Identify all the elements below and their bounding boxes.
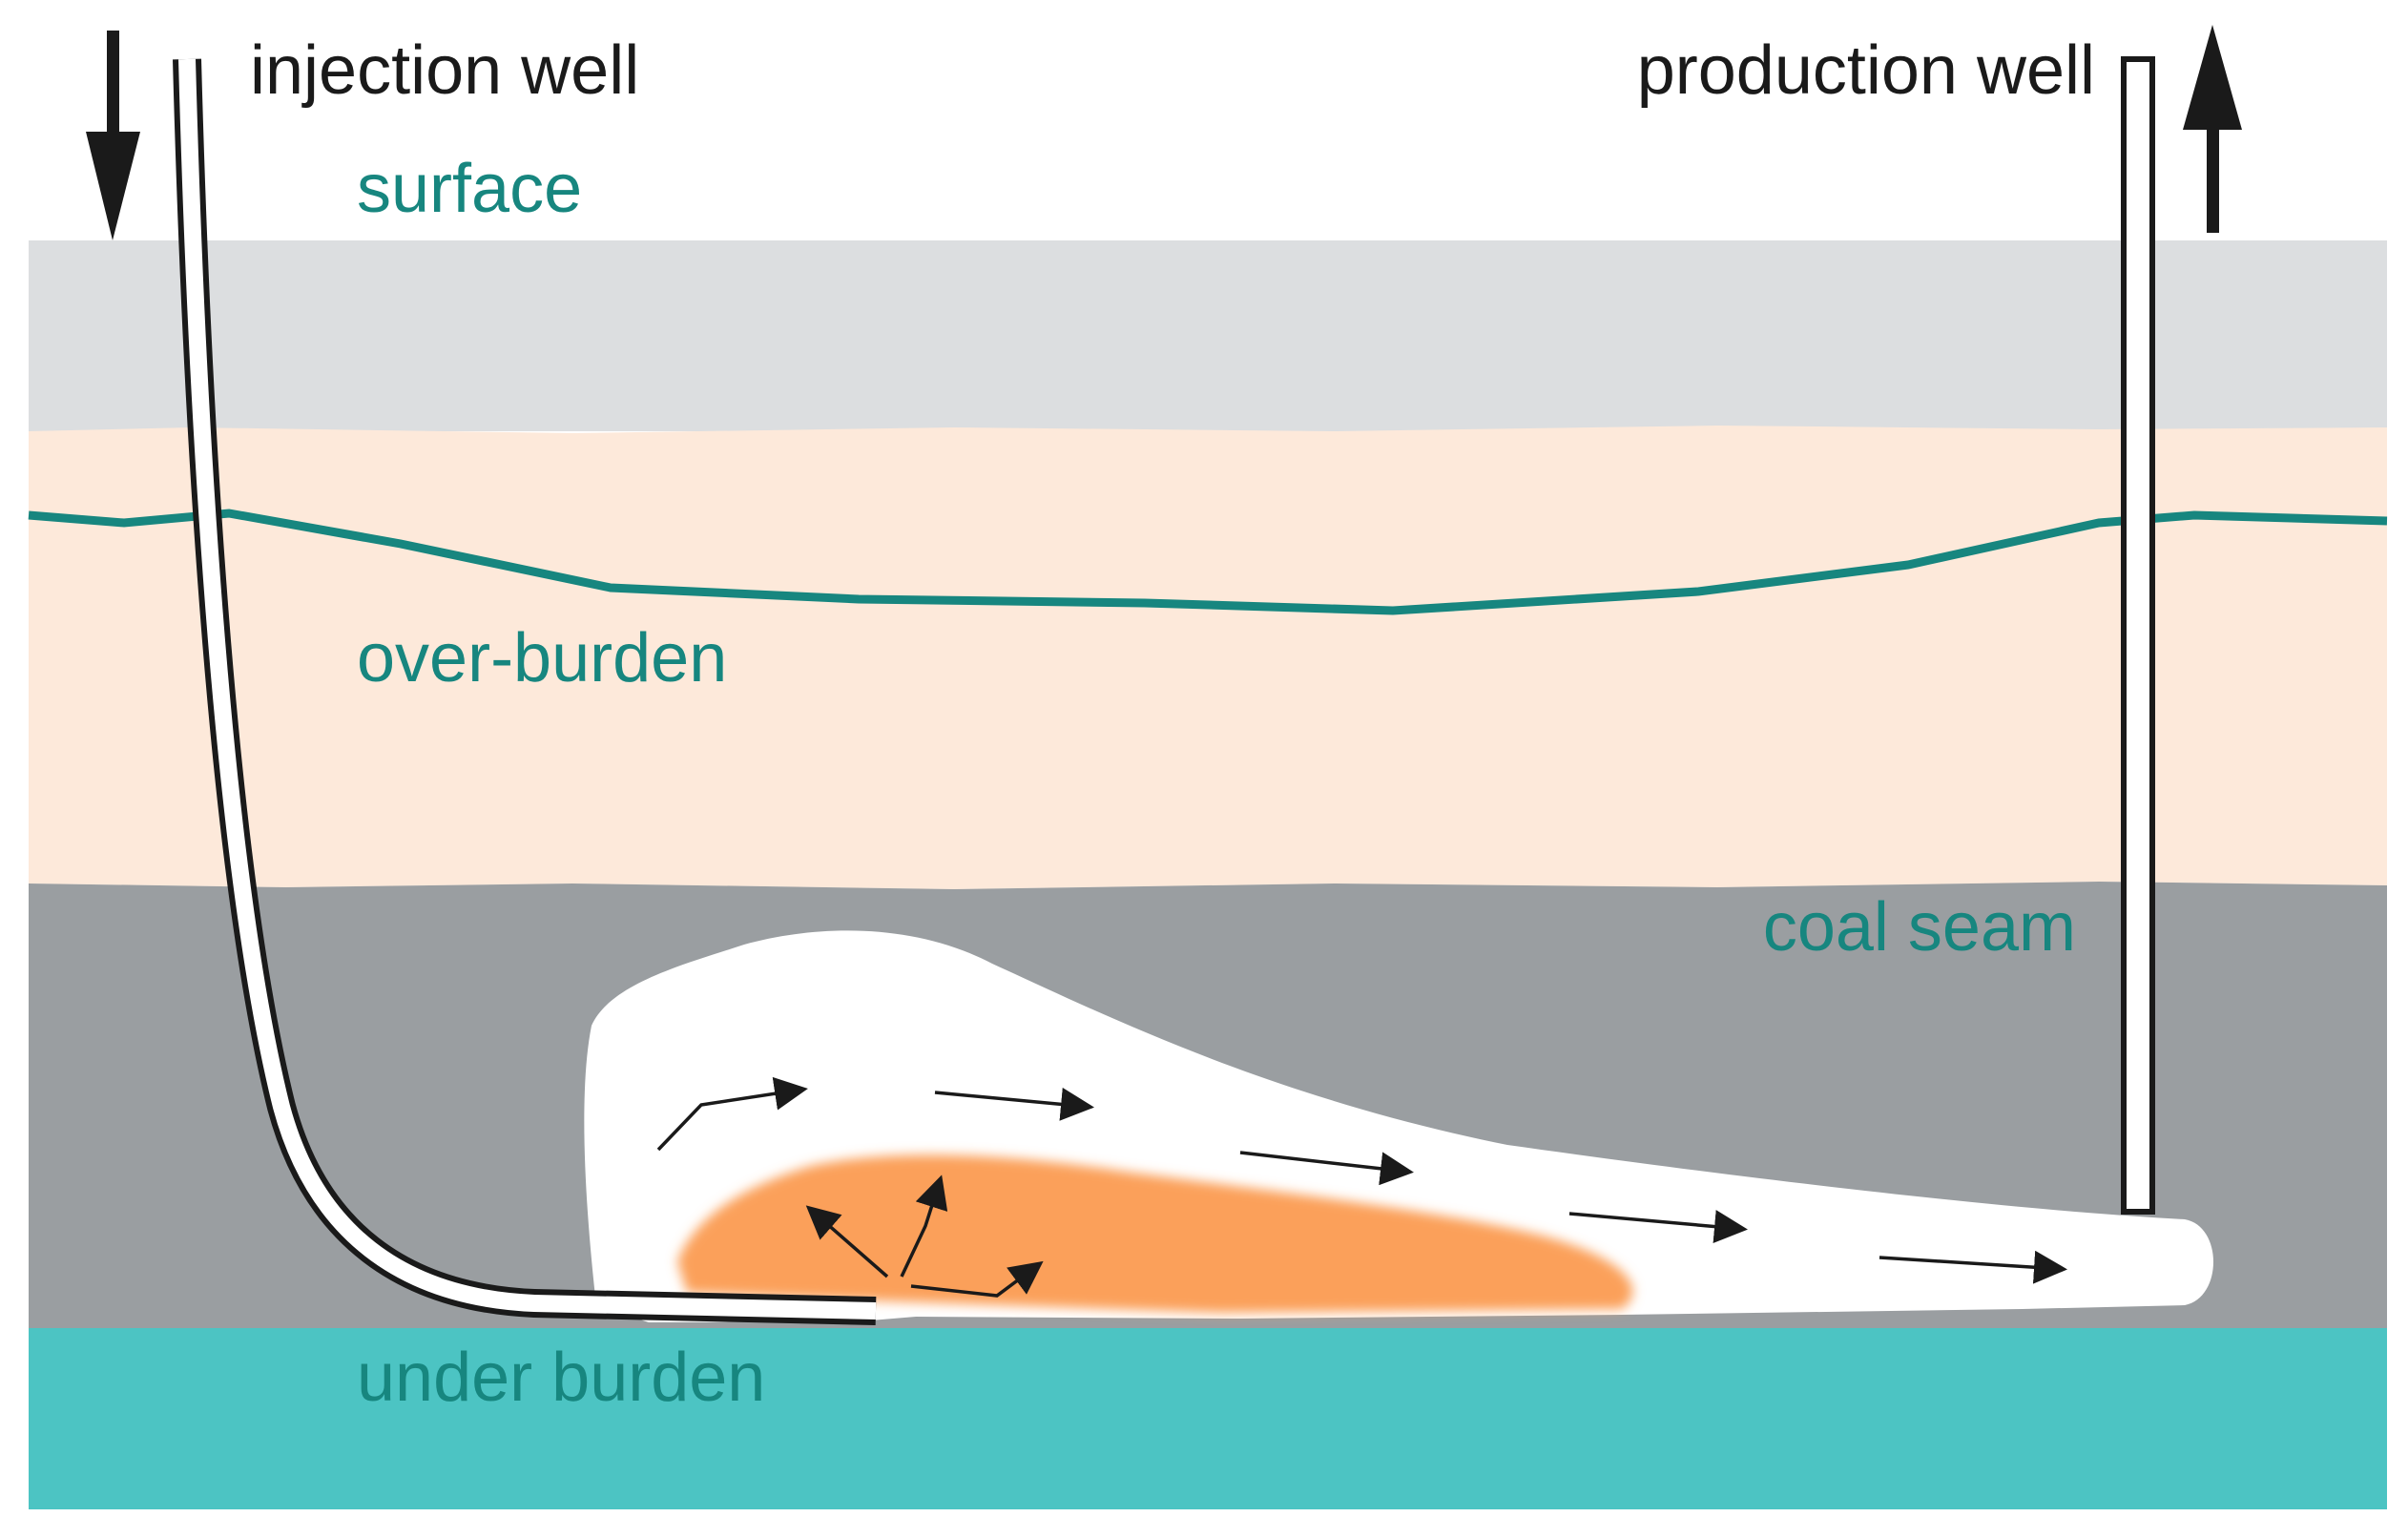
injection-well-label: injection well — [250, 32, 639, 109]
arrow-down-icon — [86, 31, 140, 240]
over-burden-label: over-burden — [357, 620, 727, 696]
flow-arrow-1 — [656, 1076, 808, 1152]
production-well-pipe — [2121, 56, 2155, 1215]
flow-arrow-8 — [910, 1260, 1044, 1298]
flow-arrow-5 — [1879, 1250, 2067, 1284]
flow-arrow-4 — [1568, 1210, 1748, 1243]
flow-arrow-2 — [934, 1087, 1094, 1121]
flow-arrow-3 — [1239, 1151, 1414, 1186]
injection-well-pipe-inner — [178, 58, 877, 1320]
coal-seam-label: coal seam — [1763, 889, 2076, 966]
overburden-layer — [29, 426, 2387, 889]
horizon-line — [28, 509, 2388, 615]
arrow-up-icon — [2183, 25, 2242, 233]
flow-arrow-7 — [900, 1174, 948, 1278]
sky-layer — [29, 240, 2387, 431]
flow-arrow-6 — [805, 1205, 889, 1278]
surface-label: surface — [357, 151, 582, 227]
production-well-label: production well — [1637, 32, 2095, 109]
flow-arrows — [656, 1076, 2067, 1298]
underburden-layer — [29, 1328, 2387, 1509]
under-burden-label: under burden — [357, 1340, 765, 1416]
